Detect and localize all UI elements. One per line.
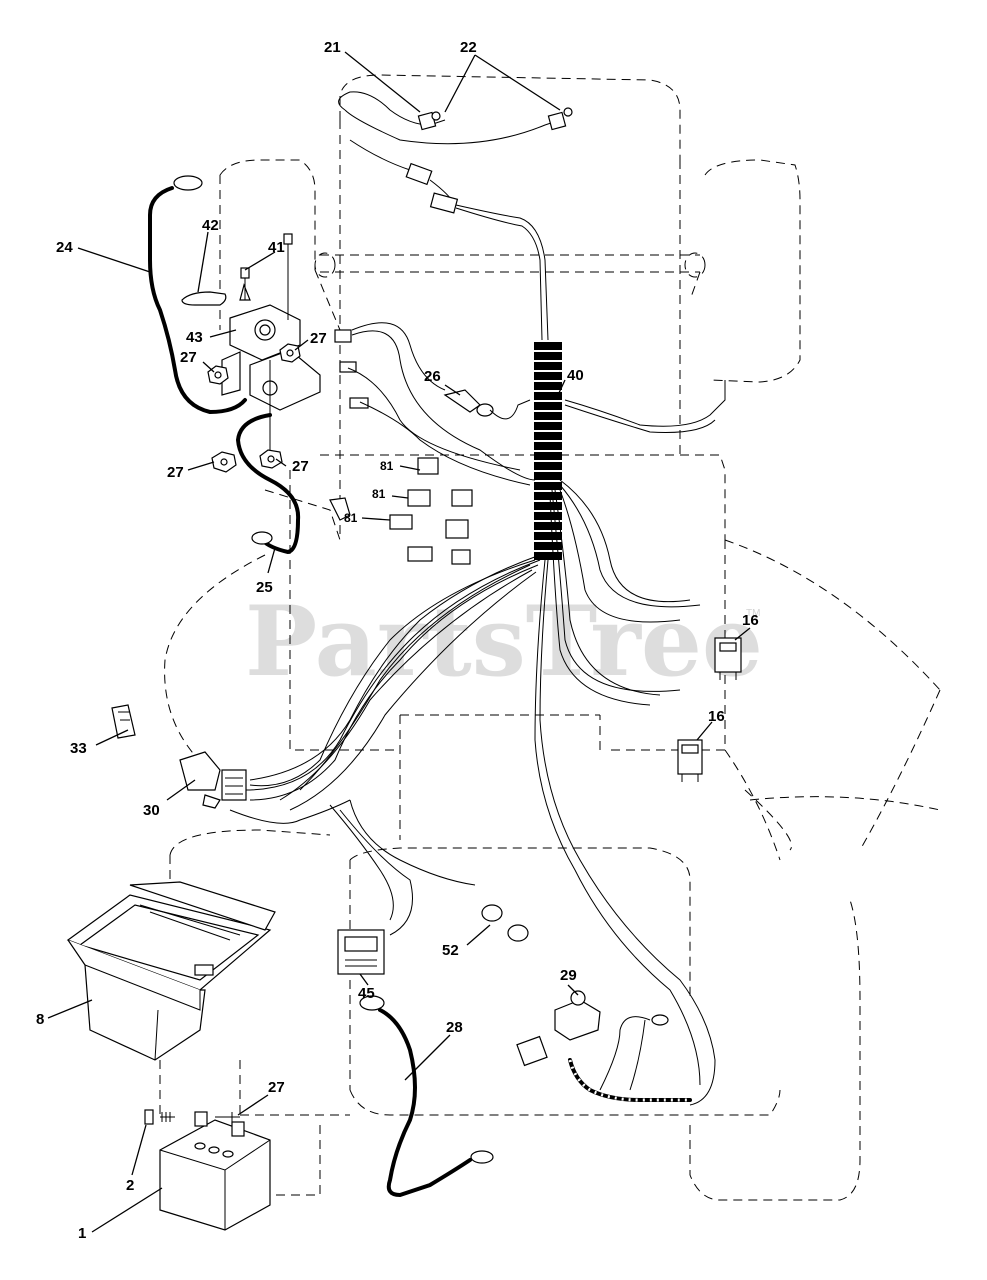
watermark-trademark: TM	[746, 608, 760, 619]
callout-81-b: 81	[372, 487, 386, 501]
callout-52: 52	[442, 942, 459, 959]
hour-meter	[337, 929, 385, 975]
wire-clip	[111, 704, 136, 739]
leader-lines	[47, 51, 751, 1233]
callout-33: 33	[70, 740, 87, 757]
callout-81-a: 81	[380, 459, 394, 473]
solenoid-assembly	[181, 233, 321, 460]
callout-45: 45	[358, 985, 375, 1002]
relay-lower	[677, 739, 703, 782]
callout-40: 40	[567, 367, 584, 384]
headlight-harness	[338, 91, 561, 341]
tractor-outline	[159, 74, 941, 1201]
battery	[159, 1111, 271, 1231]
callout-27-c: 27	[167, 464, 184, 481]
callout-labels: 21 22 24 42 41 43 27 27 27 27 26 40 81 8…	[36, 39, 759, 1242]
callout-8: 8	[36, 1011, 44, 1028]
main-harness-wires	[229, 322, 726, 1106]
callout-27-b: 27	[310, 330, 327, 347]
relay-upper	[714, 637, 742, 680]
callout-25: 25	[256, 579, 273, 596]
callout-16-b: 16	[708, 708, 725, 725]
ground-cable	[148, 175, 247, 415]
callout-1: 1	[78, 1225, 86, 1242]
coiled-wire	[568, 1014, 692, 1102]
callout-24: 24	[56, 239, 73, 256]
callout-27-d: 27	[292, 458, 309, 475]
callout-2: 2	[126, 1177, 134, 1194]
callout-16-a: 16	[742, 612, 759, 629]
callout-27-e: 27	[268, 1079, 285, 1096]
callout-26: 26	[424, 368, 441, 385]
seat-switch	[516, 990, 601, 1067]
watermark-text: PartsTree	[245, 585, 763, 698]
callout-81-c: 81	[344, 511, 358, 525]
callout-22: 22	[460, 39, 477, 56]
solenoid-cable	[235, 413, 301, 555]
callout-21: 21	[324, 39, 341, 56]
battery-hardware	[144, 1109, 240, 1125]
callout-41: 41	[268, 239, 285, 256]
callout-42: 42	[202, 217, 219, 234]
callout-28: 28	[446, 1019, 463, 1036]
callout-27-a: 27	[180, 349, 197, 366]
ignition-switch	[179, 751, 247, 809]
callout-30: 30	[143, 802, 160, 819]
terminal-plug	[481, 904, 529, 942]
connector-group	[329, 329, 473, 565]
fuse-holder	[443, 389, 531, 420]
callout-43: 43	[186, 329, 203, 346]
battery-tray	[66, 881, 276, 1061]
callout-29: 29	[560, 967, 577, 984]
battery-cable	[359, 995, 494, 1198]
headlight-bulb-left	[417, 111, 441, 131]
headlight-bulb-right	[547, 107, 573, 131]
